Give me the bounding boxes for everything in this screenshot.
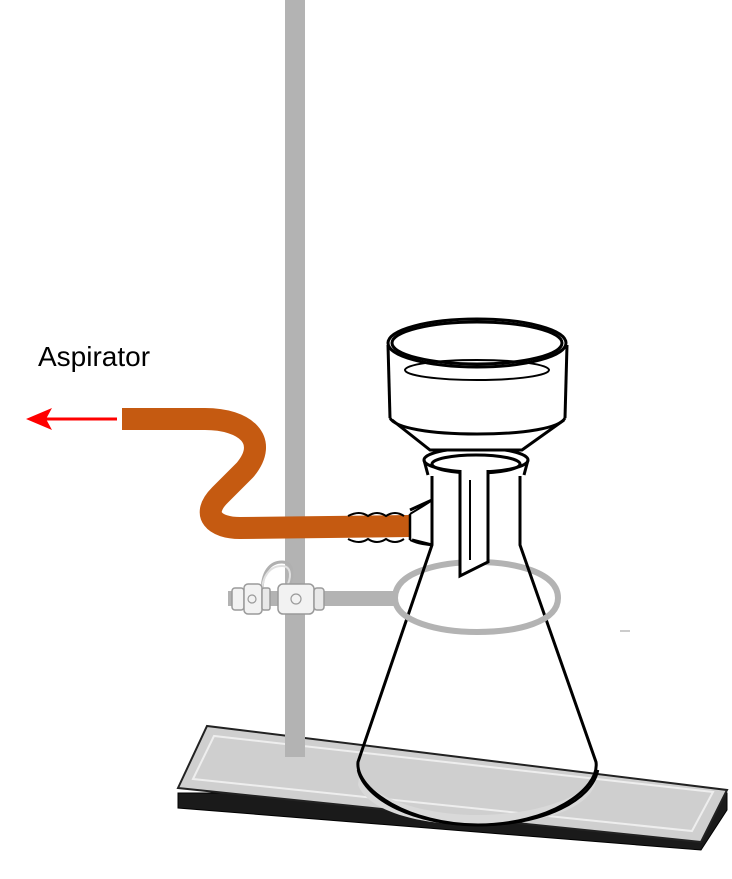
vacuum-tubing: [122, 408, 411, 539]
tubing-end: [347, 499, 433, 546]
buchner-funnel: [386, 317, 569, 579]
ring-front: [392, 597, 561, 636]
aspirator-label: Aspirator: [38, 341, 151, 372]
clamp-icon: [231, 560, 325, 615]
arrow-left-icon: [26, 408, 117, 430]
stand-base: [176, 724, 729, 851]
stand-rod: [285, 0, 305, 757]
filtrate: [358, 770, 597, 825]
